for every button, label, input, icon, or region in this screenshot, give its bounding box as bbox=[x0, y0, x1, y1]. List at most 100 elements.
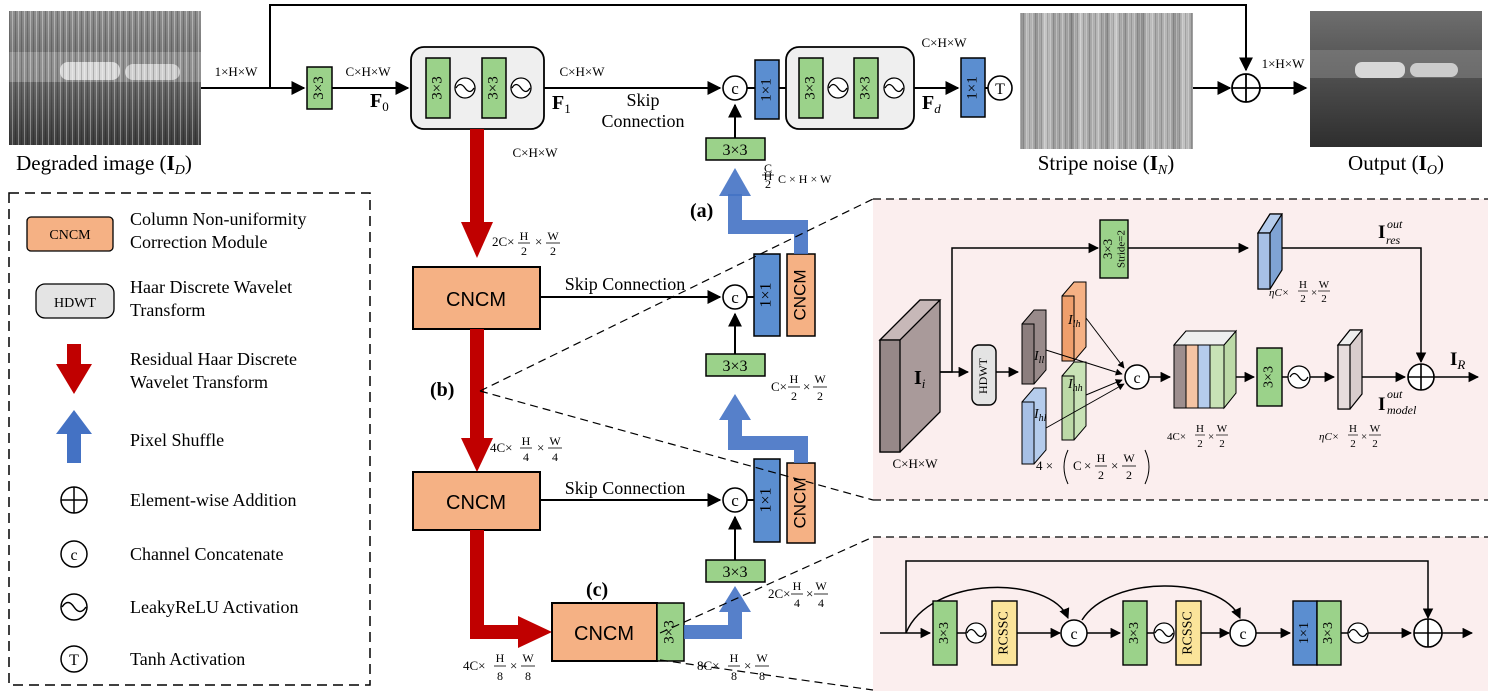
svg-text:c: c bbox=[1133, 370, 1140, 387]
legend-hdwt: HDWT Haar Discrete Wavelet Transform bbox=[35, 277, 292, 320]
svg-text:2: 2 bbox=[1098, 468, 1104, 482]
svg-text:H: H bbox=[790, 372, 799, 386]
up-c-dim-label: 2C× H 4 × W 4 bbox=[768, 579, 828, 610]
inset-Ill-label: Ill bbox=[1033, 349, 1044, 366]
degraded-image bbox=[9, 11, 201, 145]
svg-text:3×3: 3×3 bbox=[722, 564, 747, 581]
svg-text:3×3: 3×3 bbox=[722, 142, 747, 159]
svg-text:×: × bbox=[535, 234, 542, 249]
svg-text:×: × bbox=[1084, 458, 1091, 473]
svg-text:×: × bbox=[1311, 287, 1317, 299]
svg-text:3×3: 3×3 bbox=[1321, 622, 1336, 644]
inset-input-tensor bbox=[878, 299, 942, 453]
up-b-dim-label: C× H 2 × W 2 bbox=[771, 372, 827, 403]
svg-text:H: H bbox=[730, 651, 739, 665]
inset-c-conv1x1: 1×1 bbox=[1292, 600, 1318, 666]
svg-text:Stride=2: Stride=2 bbox=[1116, 230, 1128, 268]
inset-c-rcssc-2: RCSSC bbox=[1175, 600, 1202, 666]
encoder-block: 3×3 3×3 bbox=[410, 46, 545, 130]
svg-text:H: H bbox=[520, 229, 529, 243]
svg-text:CNCM: CNCM bbox=[790, 478, 809, 529]
input-dim-label: 1×H×W bbox=[215, 64, 259, 79]
decoder-block: 3×3 3×3 bbox=[785, 46, 915, 130]
inset-subband-ll bbox=[1021, 309, 1047, 385]
down-dim-label: C×H×W bbox=[513, 145, 559, 160]
svg-text:×: × bbox=[537, 440, 544, 455]
inset-Imodel-sup: out bbox=[1387, 387, 1403, 401]
svg-text:3×3: 3×3 bbox=[802, 76, 818, 99]
svg-text:C: C bbox=[764, 161, 772, 175]
svg-text:×: × bbox=[510, 658, 517, 673]
inset-Ires-sub: res bbox=[1386, 233, 1401, 247]
svg-text:Column Non-uniformity: Column Non-uniformity bbox=[130, 209, 307, 229]
cncm-decoder-2: CNCM bbox=[786, 462, 816, 544]
inset-cat-dim: 4C× H 2 × W 2 bbox=[1167, 423, 1228, 450]
svg-text:×: × bbox=[806, 586, 813, 601]
inset-sub-dim: 4 × C × H 2 × W 2 bbox=[1036, 449, 1150, 485]
fd-dim-label: C×H×W bbox=[922, 35, 968, 50]
inset-c-skip-2 bbox=[1081, 585, 1241, 621]
up-a-dim-label: H C bbox=[764, 169, 773, 183]
inset-subband-lh bbox=[1061, 281, 1087, 362]
skip-l1-label: Skip Connection bbox=[565, 274, 686, 294]
svg-text:W: W bbox=[815, 579, 827, 593]
svg-text:W: W bbox=[549, 434, 561, 448]
inset-res-dim: ηC× H 2 × W 2 bbox=[1269, 279, 1330, 305]
svg-text:×: × bbox=[744, 658, 751, 673]
conv1x1-top: 1×1 bbox=[754, 59, 780, 120]
legend-add: Element-wise Addition bbox=[60, 486, 296, 514]
svg-text:1×1: 1×1 bbox=[758, 78, 774, 101]
legend-concat: c Channel Concatenate bbox=[60, 540, 283, 568]
inset-res-tensor bbox=[1256, 213, 1284, 290]
level1-dim-label: 2C× H 2 × W 2 bbox=[492, 229, 560, 258]
svg-text:CNCM: CNCM bbox=[49, 228, 91, 243]
inset-Ires-sup: out bbox=[1387, 217, 1403, 231]
svg-text:2: 2 bbox=[1321, 293, 1327, 305]
inset-subband-hl bbox=[1021, 387, 1047, 465]
inset-Ihl-label: Ihl bbox=[1033, 407, 1047, 424]
svg-text:8: 8 bbox=[497, 669, 503, 683]
inset-model-tensor bbox=[1336, 329, 1364, 410]
svg-text:W: W bbox=[1123, 451, 1135, 465]
inset-add bbox=[1407, 363, 1435, 391]
svg-text:8: 8 bbox=[759, 669, 765, 683]
conv3x3-decoder-c: 3×3 bbox=[705, 559, 766, 583]
svg-text:8: 8 bbox=[525, 669, 531, 683]
svg-text:4C×: 4C× bbox=[1167, 431, 1186, 443]
svg-text:T: T bbox=[995, 81, 1005, 98]
svg-text:H: H bbox=[1196, 423, 1204, 435]
pixel-shuffle-arrow-3 bbox=[684, 612, 742, 639]
global-residual-line bbox=[269, 4, 1253, 88]
level2-dim-label: 4C× H 4 × W 4 bbox=[490, 434, 562, 464]
svg-text:H: H bbox=[764, 169, 773, 183]
inset-c-leaky-2 bbox=[1153, 622, 1175, 644]
svg-text:8C×: 8C× bbox=[697, 658, 720, 673]
svg-text:2: 2 bbox=[1300, 293, 1306, 305]
svg-text:2: 2 bbox=[521, 244, 527, 258]
svg-text:c: c bbox=[731, 79, 739, 98]
fd-label: Fd bbox=[922, 92, 941, 116]
svg-text:RCSSC: RCSSC bbox=[997, 611, 1012, 655]
svg-text:HDWT: HDWT bbox=[976, 357, 990, 394]
inset-hdwt: HDWT bbox=[971, 344, 997, 406]
inset-Imodel-label: I bbox=[1378, 394, 1385, 415]
svg-text:3×3: 3×3 bbox=[429, 76, 445, 99]
inset-c-rcssc-1: RCSSC bbox=[991, 600, 1018, 666]
svg-text:c: c bbox=[731, 288, 739, 307]
stripe-noise-caption: Stripe noise (IN) bbox=[1038, 151, 1175, 178]
svg-text:H: H bbox=[1299, 279, 1307, 291]
svg-text:Transform: Transform bbox=[130, 300, 205, 320]
ll-to-concat bbox=[1045, 349, 1123, 376]
svg-text:Correction Module: Correction Module bbox=[130, 232, 267, 252]
svg-text:W: W bbox=[1319, 279, 1330, 291]
svg-text:W: W bbox=[522, 651, 534, 665]
zoom-line-b-top bbox=[479, 198, 874, 392]
svg-text:RCSSC: RCSSC bbox=[1181, 611, 1196, 655]
svg-text:H: H bbox=[1349, 423, 1357, 435]
svg-text:CNCM: CNCM bbox=[446, 289, 506, 311]
svg-text:8: 8 bbox=[731, 669, 737, 683]
svg-text:2C×: 2C× bbox=[768, 586, 791, 601]
svg-text:C × H × W: C × H × W bbox=[778, 172, 832, 186]
